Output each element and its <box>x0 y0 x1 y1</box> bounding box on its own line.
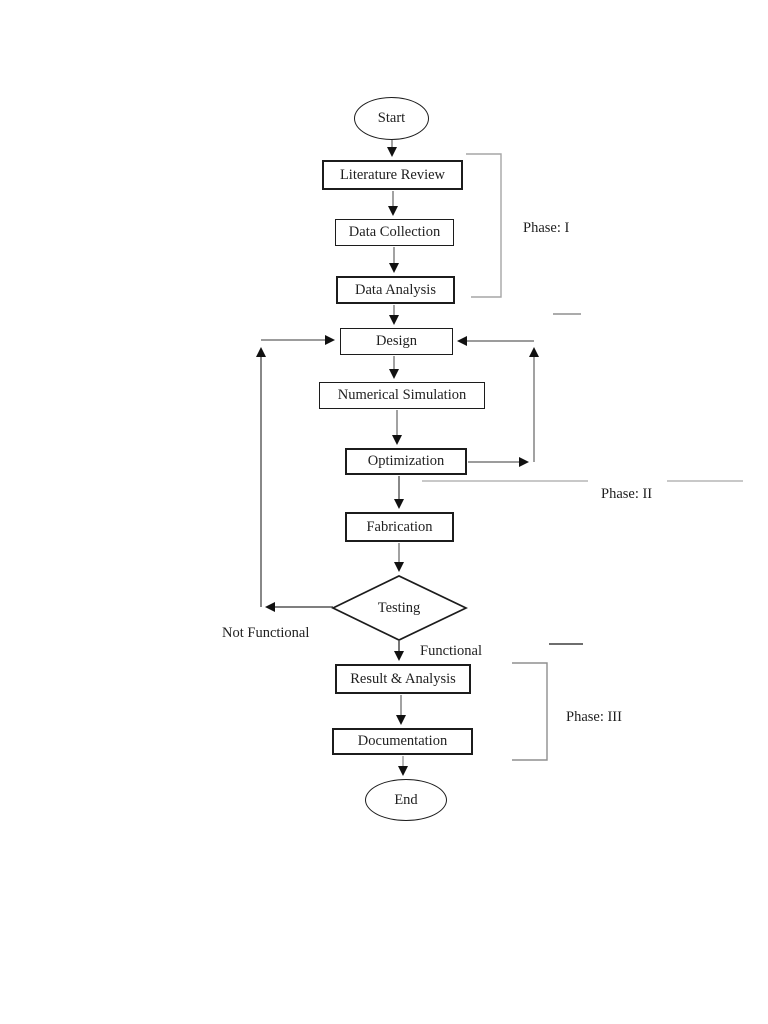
phase-3-bracket <box>512 662 548 761</box>
node-fabrication-label: Fabrication <box>366 518 433 535</box>
node-data-collection: Data Collection <box>335 219 454 246</box>
node-data-analysis-label: Data Analysis <box>355 281 436 298</box>
node-numerical-simulation-label: Numerical Simulation <box>337 387 467 404</box>
phase-1-bracket <box>466 153 502 298</box>
node-result-analysis: Result & Analysis <box>335 664 471 694</box>
phase-2-label: Phase: II <box>601 486 653 502</box>
testing-diamond-shape <box>331 575 468 641</box>
node-optimization-label: Optimization <box>367 453 445 470</box>
node-testing-label: Testing <box>377 599 421 616</box>
node-design: Design <box>340 328 453 355</box>
edge-label-functional: Functional <box>420 643 483 659</box>
node-literature-review-label: Literature Review <box>339 166 446 183</box>
node-optimization: Optimization <box>345 448 467 475</box>
node-documentation-label: Documentation <box>357 733 448 750</box>
node-design-label: Design <box>375 333 418 350</box>
node-data-collection-label: Data Collection <box>348 224 441 241</box>
node-documentation: Documentation <box>332 728 473 755</box>
node-end-label: End <box>394 791 418 808</box>
phase-1-label: Phase: I <box>523 220 570 236</box>
edge-label-not-functional: Not Functional <box>222 625 310 641</box>
node-literature-review: Literature Review <box>322 160 463 190</box>
node-fabrication: Fabrication <box>345 512 454 542</box>
node-start: Start <box>354 97 429 140</box>
node-testing: Testing <box>349 595 449 621</box>
phase-3-label: Phase: III <box>566 709 622 725</box>
node-end: End <box>365 779 447 821</box>
node-result-analysis-label: Result & Analysis <box>350 670 456 687</box>
node-numerical-simulation: Numerical Simulation <box>319 382 485 409</box>
node-data-analysis: Data Analysis <box>336 276 455 304</box>
node-start-label: Start <box>377 110 406 127</box>
